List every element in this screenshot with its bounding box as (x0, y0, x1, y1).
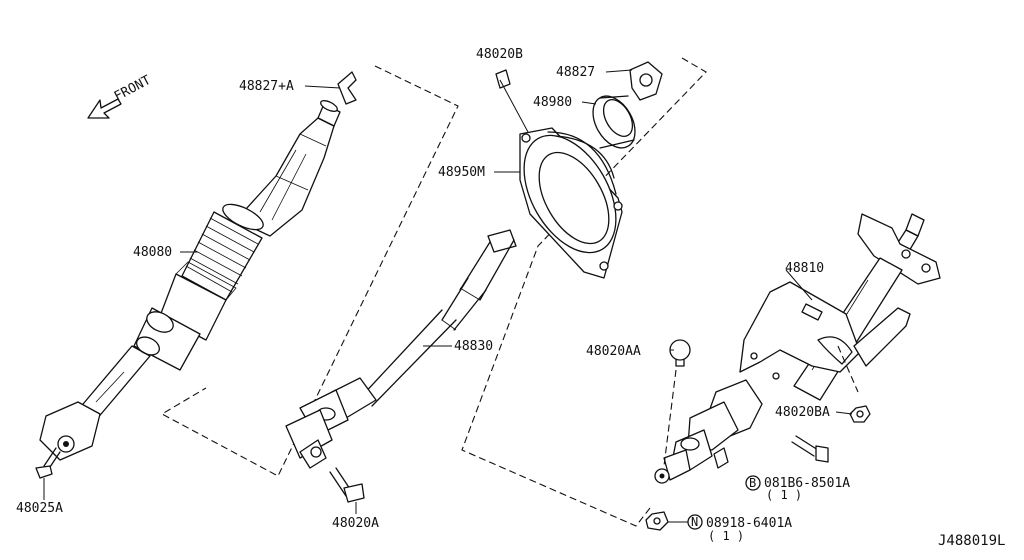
part-48025a-bolt (35, 447, 61, 479)
callout-08918: 08918-6401A (706, 516, 792, 531)
part-48080-shaft-assembly (39, 100, 341, 461)
part-48020b-clip (495, 69, 511, 89)
callout-48980: 48980 (533, 95, 572, 110)
part-081b6-bolt (791, 435, 829, 463)
part-48950m-boot-plate (519, 127, 623, 279)
callout-48020a: 48020A (332, 516, 379, 531)
part-48980-seal (592, 95, 636, 149)
callout-48020ba: 48020BA (775, 405, 830, 420)
part-48020ba-nut (849, 405, 871, 423)
part-48827-clip (629, 61, 663, 101)
callout-48827: 48827 (556, 65, 595, 80)
badge-b-circle (745, 475, 761, 491)
callout-081b6: 081B6-8501A (764, 476, 850, 491)
callout-48020b: 48020B (476, 47, 523, 62)
part-48830-lower-shaft (285, 229, 517, 469)
part-08918-nut (645, 511, 669, 531)
part-48827a-clip (337, 71, 357, 105)
leader-lines (43, 69, 853, 523)
callout-48020aa: 48020AA (586, 344, 641, 359)
badge-n-circle (687, 514, 703, 530)
front-label: FRONT (112, 73, 154, 105)
callout-48950m: 48950M (438, 165, 485, 180)
part-48810-steering-column (654, 213, 941, 484)
drawing-code: J488019L (938, 533, 1005, 549)
front-direction-arrow: FRONT (87, 73, 154, 119)
callout-08918-qty: ( 1 ) (708, 529, 744, 543)
badge-n-letter: N (691, 515, 698, 529)
group-outline-left (160, 65, 459, 477)
callout-48827a: 48827+A (239, 79, 294, 94)
callout-labels: 48827+A 48020B 48827 48980 48950M 48080 … (16, 47, 1005, 549)
callout-081b6-qty: ( 1 ) (766, 488, 802, 502)
callout-48025a: 48025A (16, 501, 63, 516)
badge-b-letter: B (749, 476, 756, 490)
callout-48810: 48810 (785, 261, 824, 276)
part-48020aa-ball (669, 339, 691, 367)
part-48020a-bolt (329, 467, 365, 503)
callout-48830: 48830 (454, 339, 493, 354)
group-outline-right (461, 57, 707, 527)
callout-48080: 48080 (133, 245, 172, 260)
